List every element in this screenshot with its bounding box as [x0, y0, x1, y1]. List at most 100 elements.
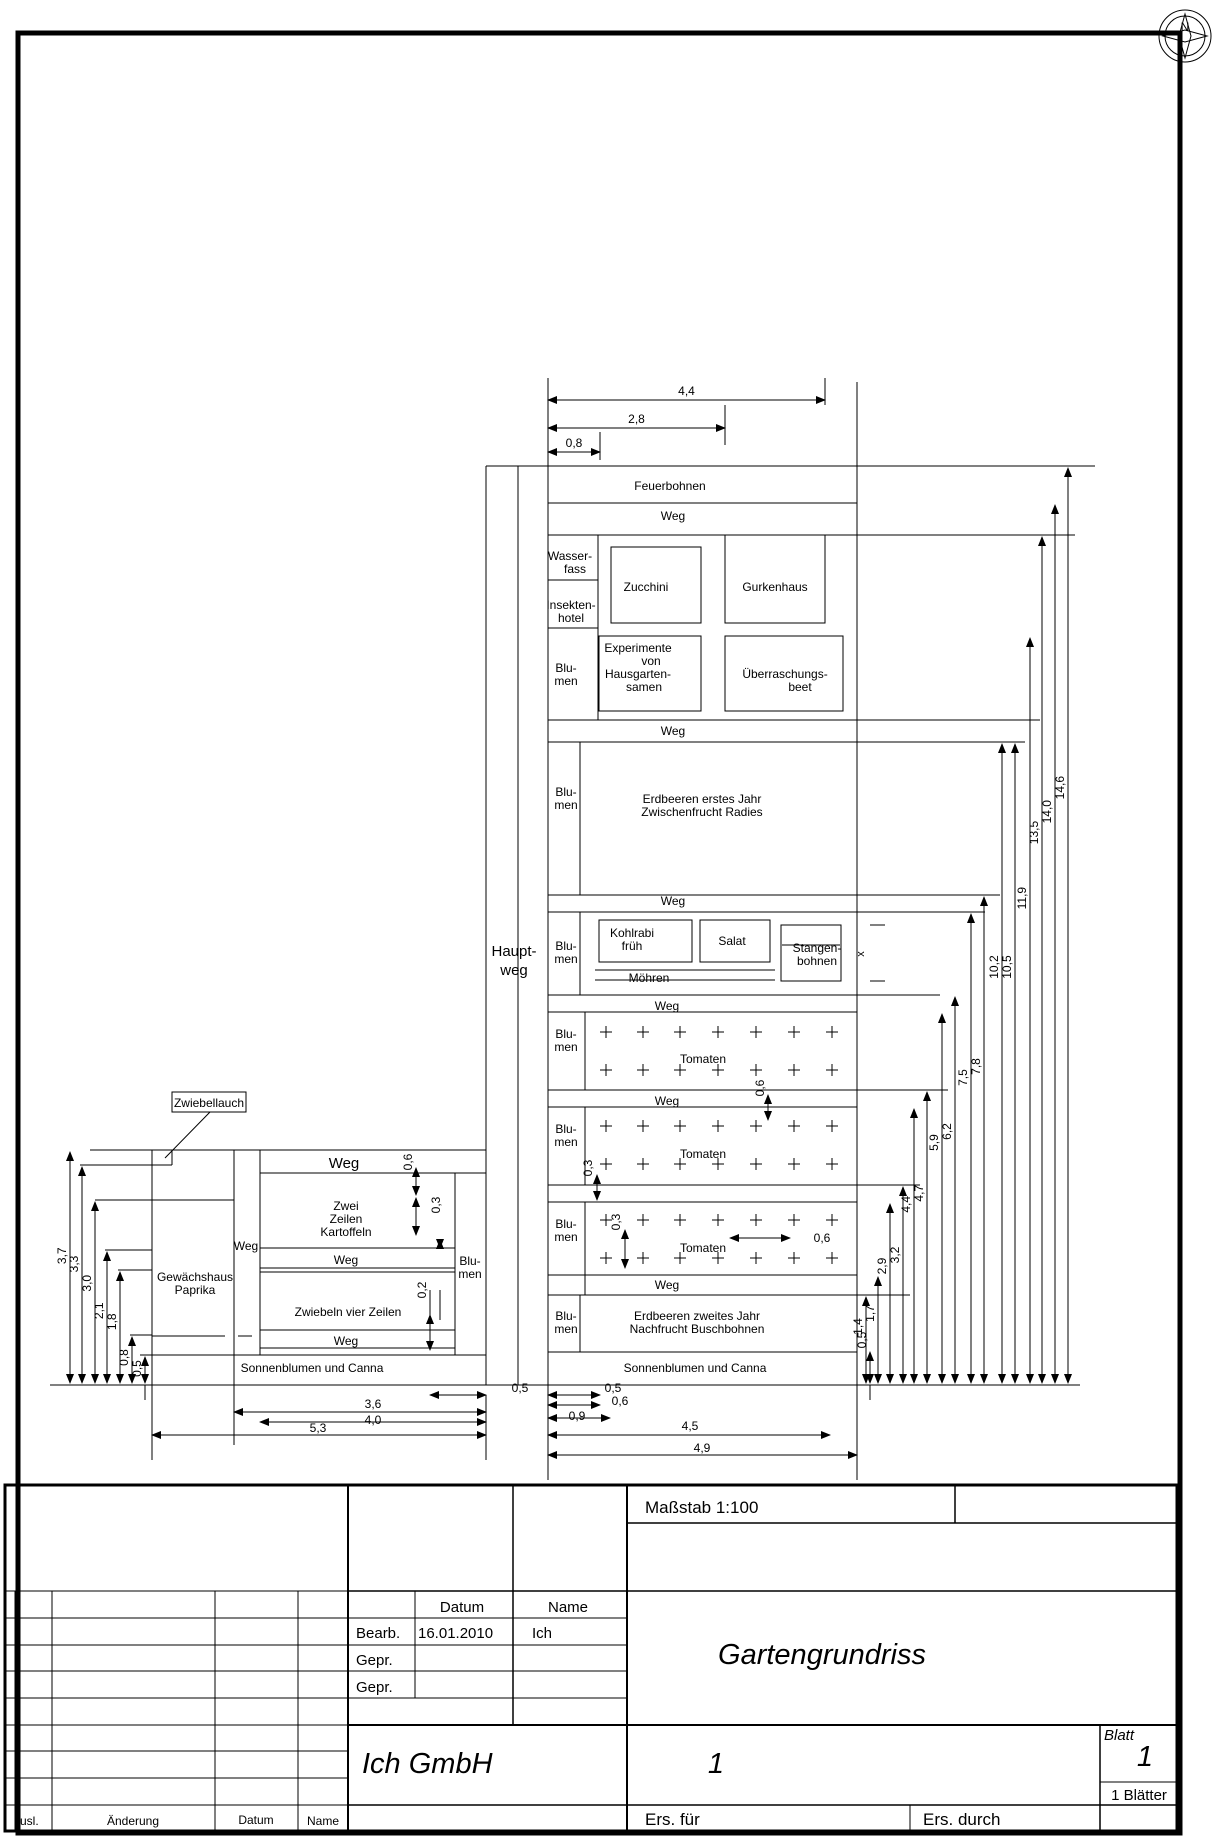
label-zucchini: Zucchini — [624, 580, 669, 594]
right-dimension-label: 10,2 — [987, 955, 1001, 979]
label-sonnenblumen-left: Sonnenblumen und Canna — [241, 1361, 384, 1375]
right-dimension-label: 14,0 — [1040, 800, 1054, 824]
right-dimension-label: 4,7 — [912, 1185, 926, 1202]
right-dimension-label: 7,8 — [969, 1058, 983, 1075]
tomato-plant-mark — [712, 1120, 724, 1132]
main-garden-labels: Feuerbohnen Weg Wasser- fass Insekten- h… — [491, 479, 867, 1375]
tomato-plant-mark — [674, 1252, 686, 1264]
main-garden-area — [50, 382, 1095, 1480]
label-blumen-3b: men — [554, 952, 577, 966]
right-dimension-label: 4,4 — [899, 1196, 913, 1213]
top-dimension-label: 4,4 — [678, 384, 695, 398]
tomato-plant-mark — [600, 1214, 612, 1226]
dimension-label: 0,6 — [814, 1231, 831, 1245]
label-weg-6: Weg — [655, 1278, 679, 1292]
rev-col-name: Name — [307, 1814, 339, 1828]
tomato-plant-mark — [637, 1026, 649, 1038]
left-dimension-label: 3,0 — [80, 1275, 94, 1292]
tomato-plant-mark — [750, 1064, 762, 1076]
tomato-plant-mark — [826, 1026, 838, 1038]
tomato-plant-mark — [637, 1214, 649, 1226]
gepr-label-2: Gepr. — [356, 1679, 393, 1696]
label-blumen-5b: men — [554, 1135, 577, 1149]
left-garden-labels: Zwiebellauch Weg Weg Zwei Zeilen Kartoff… — [157, 1096, 482, 1375]
right-dimension-label: 10,5 — [1000, 955, 1014, 979]
right-dimension-label: 1,4 — [851, 1318, 865, 1335]
dimension-label: 4,0 — [365, 1413, 382, 1427]
tomato-plant-mark — [788, 1214, 800, 1226]
left-dimension-label: 2,1 — [92, 1302, 106, 1319]
label-kartoffeln-3: Kartoffeln — [320, 1225, 371, 1239]
drawing-title: Gartengrundriss — [718, 1639, 926, 1671]
label-x-marker: x — [855, 951, 867, 957]
right-dimension-label: 1,7 — [863, 1305, 877, 1322]
label-blumen-2b: men — [554, 798, 577, 812]
dimension-label: 0,3 — [609, 1213, 623, 1230]
label-erdbeeren2-1: Erdbeeren zweites Jahr — [634, 1309, 760, 1323]
label-sonnenblumen-right: Sonnenblumen und Canna — [624, 1361, 767, 1375]
left-garden-area — [80, 1091, 486, 1460]
tomato-plant-mark — [750, 1252, 762, 1264]
col-name-header: Name — [548, 1599, 588, 1616]
tomato-plant-mark — [826, 1064, 838, 1076]
tomato-plant-mark — [712, 1064, 724, 1076]
label-gewaechshaus-1: Gewächshaus — [157, 1270, 233, 1284]
label-kohlrabi-1: Kohlrabi — [610, 926, 654, 940]
right-dimension-label: 5,9 — [927, 1134, 941, 1151]
top-dimension-label: 0,8 — [566, 436, 583, 450]
dimension-label: 0,3 — [581, 1159, 595, 1176]
tomato-plant-mark — [788, 1026, 800, 1038]
tomato-plant-mark — [637, 1064, 649, 1076]
col-datum-header: Datum — [440, 1599, 484, 1616]
dimension-label: 4,9 — [694, 1441, 711, 1455]
blaetter-count: 1 Blätter — [1111, 1787, 1167, 1804]
bearb-datum: 16.01.2010 — [418, 1625, 493, 1642]
left-dimension-label: 0,5 — [130, 1360, 144, 1377]
label-exp-3: Hausgarten- — [605, 667, 671, 681]
label-kartoffeln-1: Zwei — [333, 1199, 358, 1213]
label-insekten-2: hotel — [558, 611, 584, 625]
tomato-plant-mark — [637, 1120, 649, 1132]
tomato-plant-mark — [712, 1252, 724, 1264]
label-gewaechshaus-2: Paprika — [175, 1283, 216, 1297]
label-tomaten-2: Tomaten — [680, 1147, 726, 1161]
tomato-plant-mark — [674, 1214, 686, 1226]
gepr-label-1: Gepr. — [356, 1652, 393, 1669]
north-arrow-icon: N — [1158, 9, 1212, 63]
label-tomaten-3: Tomaten — [680, 1241, 726, 1255]
dimension-labels: 4,42,80,814,614,013,511,910,510,27,87,56… — [55, 384, 1067, 1455]
label-erdbeeren2-2: Nachfrucht Buschbohnen — [630, 1322, 765, 1336]
ers-durch-label: Ers. durch — [923, 1810, 1000, 1829]
label-insekten-1: Insekten- — [546, 598, 595, 612]
tomato-plant-mark — [600, 1252, 612, 1264]
label-blumen-2a: Blu- — [555, 785, 576, 799]
label-zwiebellauch: Zwiebellauch — [174, 1096, 244, 1110]
right-dimension-label: 11,9 — [1015, 887, 1029, 910]
label-zwiebeln: Zwiebeln vier Zeilen — [295, 1305, 402, 1319]
tomato-plant-mark — [826, 1158, 838, 1170]
label-blumen-1b: men — [554, 674, 577, 688]
label-weg-1: Weg — [661, 509, 685, 523]
tomato-plant-mark — [637, 1158, 649, 1170]
dimension-label: 3,6 — [365, 1397, 382, 1411]
right-dimension-label: 0,5 — [855, 1331, 869, 1348]
right-dimension-label: 6,2 — [940, 1123, 954, 1140]
label-tomaten-1: Tomaten — [680, 1052, 726, 1066]
bearb-label: Bearb. — [356, 1625, 400, 1642]
label-exp-2: von — [641, 654, 660, 668]
label-blumen-7a: Blu- — [555, 1309, 576, 1323]
tomato-plant-mark — [788, 1158, 800, 1170]
label-gurkenhaus: Gurkenhaus — [742, 580, 807, 594]
label-hauptweg-2: weg — [499, 962, 528, 979]
title-block-text: Maßstab 1:100 Datum Name Bearb. 16.01.20… — [20, 1498, 1167, 1829]
tomato-plant-mark — [600, 1120, 612, 1132]
dimension-label: 4,5 — [682, 1419, 699, 1433]
dimension-lines — [66, 378, 1072, 1460]
rev-col-aenderung: Änderung — [107, 1814, 159, 1828]
label-weg-3: Weg — [661, 894, 685, 908]
tomato-plant-mark — [600, 1158, 612, 1170]
label-weg-4: Weg — [655, 999, 679, 1013]
label-wasserfass-2: fass — [564, 562, 586, 576]
massstab-label: Maßstab 1:100 — [645, 1498, 758, 1517]
